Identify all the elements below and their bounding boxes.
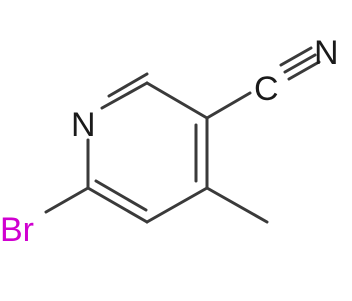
atom-bromine: Br [0,211,34,249]
atom-nitrogen-nitrile: N [314,34,339,72]
bond-methyl [205,186,269,224]
bond-c5-c6 [86,186,149,224]
bond-triple-3 [287,60,321,81]
bond-c5-c6-double [94,179,148,212]
bond-c2-c3 [145,81,209,120]
bond-triple-2 [279,46,313,67]
bond-c3-cnitrile [205,91,252,120]
bond-n1-c2-double [107,72,149,98]
atom-nitrogen-ring: N [71,106,96,144]
atom-labels: N C N Br [0,34,339,249]
atom-carbon-nitrile: C [254,70,279,108]
bond-triple-1 [283,53,317,74]
bond-c6-br [44,186,90,214]
bond-c4-c5 [145,186,209,224]
bond-n1-c2 [100,81,149,110]
bond-group [44,46,321,224]
